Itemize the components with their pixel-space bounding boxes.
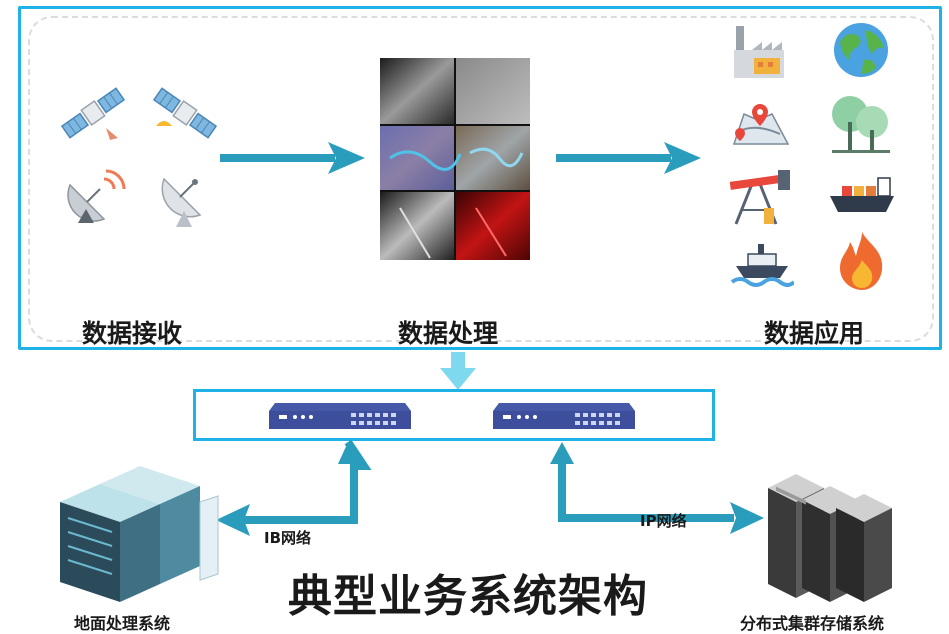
satellite-dish-icon (161, 177, 202, 227)
data-flow-dashed-border (28, 16, 934, 342)
downward-connector-arrow (440, 352, 476, 390)
factory-icon (734, 26, 784, 78)
ground-system-label: 地面处理系统 (74, 614, 171, 633)
network-switch-icon (269, 403, 411, 429)
network-switch-icon (493, 403, 635, 429)
ib-network-arrow (216, 439, 372, 536)
globe-icon (834, 23, 888, 77)
ib-network-label: IB网络 (264, 529, 312, 547)
satellite-dish-icon (67, 169, 126, 223)
boat-icon (730, 244, 794, 287)
satellite-icon (60, 87, 126, 140)
stage-label-receive: 数据接收 (82, 319, 183, 348)
processed-imagery-collage (380, 58, 530, 260)
oil-pump-icon (729, 170, 790, 225)
flow-arrow-right (220, 142, 365, 174)
flow-arrow-right (556, 142, 701, 174)
fire-icon (840, 232, 883, 290)
server-rack-icon (60, 466, 219, 602)
trees-icon (832, 96, 890, 153)
map-icon (732, 104, 790, 145)
cargo-ship-icon (830, 177, 894, 212)
diagram-title: 典型业务系统架构 (288, 571, 648, 622)
storage-system-label: 分布式集群存储系统 (740, 614, 885, 633)
stage-label-process: 数据处理 (398, 319, 499, 348)
satellite-icon (152, 87, 218, 139)
ip-network-label: IP网络 (640, 512, 687, 530)
data-flow-frame (18, 6, 942, 350)
ip-network-arrow (550, 442, 764, 534)
storage-cluster-icon (768, 474, 892, 602)
stage-label-apply: 数据应用 (764, 319, 865, 348)
